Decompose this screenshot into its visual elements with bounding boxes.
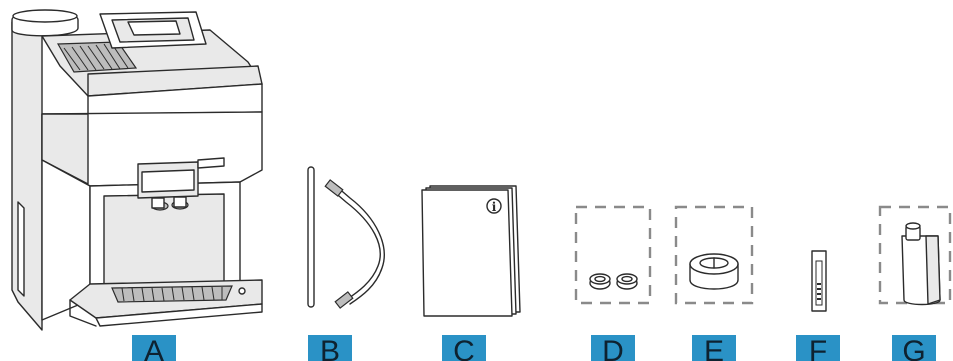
label-b-text: B bbox=[320, 339, 340, 361]
water-hardness-test-strip-icon bbox=[812, 251, 826, 311]
label-f: F bbox=[796, 335, 840, 361]
label-b: B bbox=[308, 335, 352, 361]
water-filter-icon bbox=[880, 207, 950, 305]
label-d: D bbox=[591, 335, 635, 361]
label-c: C bbox=[442, 335, 486, 361]
coffee-machine-icon bbox=[12, 10, 262, 330]
label-g-text: G bbox=[902, 339, 925, 361]
descaling-tablet-icon bbox=[676, 207, 752, 303]
info-symbol: i bbox=[492, 200, 497, 214]
label-a-text: A bbox=[144, 339, 164, 361]
label-c-text: C bbox=[453, 339, 475, 361]
label-f-text: F bbox=[809, 339, 827, 361]
instruction-manual-icon: i bbox=[422, 186, 520, 316]
cleaning-tablets-icon bbox=[576, 207, 650, 303]
label-d-text: D bbox=[602, 339, 624, 361]
label-g: G bbox=[892, 335, 936, 361]
label-e: E bbox=[692, 335, 736, 361]
label-e-text: E bbox=[704, 339, 724, 361]
label-a: A bbox=[132, 335, 176, 361]
milk-tube-icon bbox=[308, 167, 384, 308]
